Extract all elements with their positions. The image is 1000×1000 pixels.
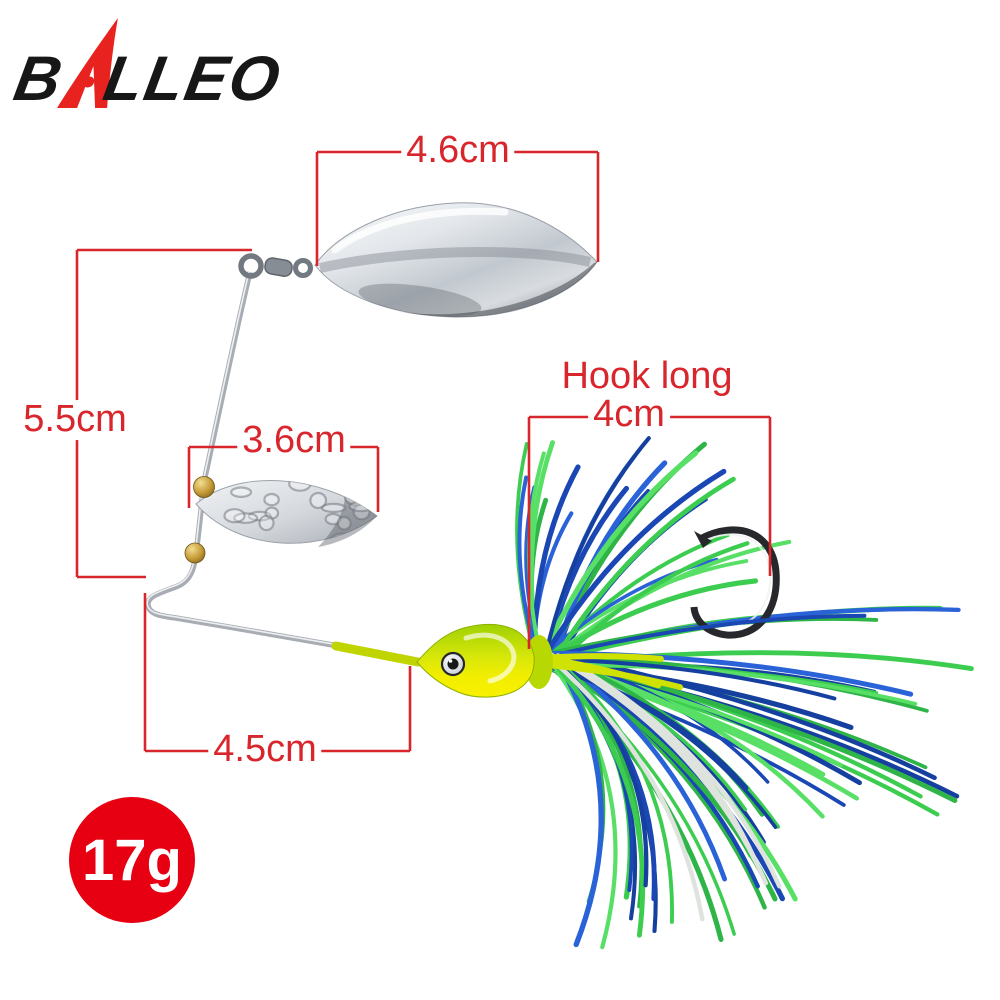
small-willow-blade <box>195 480 378 547</box>
swivel <box>238 253 313 279</box>
wire-keel <box>331 641 423 667</box>
weight-badge: 17g <box>69 797 195 923</box>
dim-label-blade-small: 3.6cm <box>237 420 351 461</box>
hook-label-line1: Hook long <box>561 355 733 398</box>
large-willow-blade <box>314 202 598 318</box>
dim-label-lower-arm: 4.5cm <box>208 729 322 770</box>
wire-frame <box>145 271 351 651</box>
lure-head <box>416 623 535 698</box>
hook-label-line2: 4cm <box>588 394 670 435</box>
brand-logo: B LLEO <box>9 16 292 115</box>
logo-letters-lleo: LLEO <box>98 44 287 115</box>
dim-label-blade-large: 4.6cm <box>401 130 515 171</box>
fish-logo-icon <box>56 18 118 108</box>
lure-eye <box>440 651 466 677</box>
weight-badge-label: 17g <box>82 827 182 893</box>
skirt-front <box>539 613 958 950</box>
brass-beads <box>184 476 215 564</box>
dim-label-upper-arm: 5.5cm <box>18 399 132 440</box>
